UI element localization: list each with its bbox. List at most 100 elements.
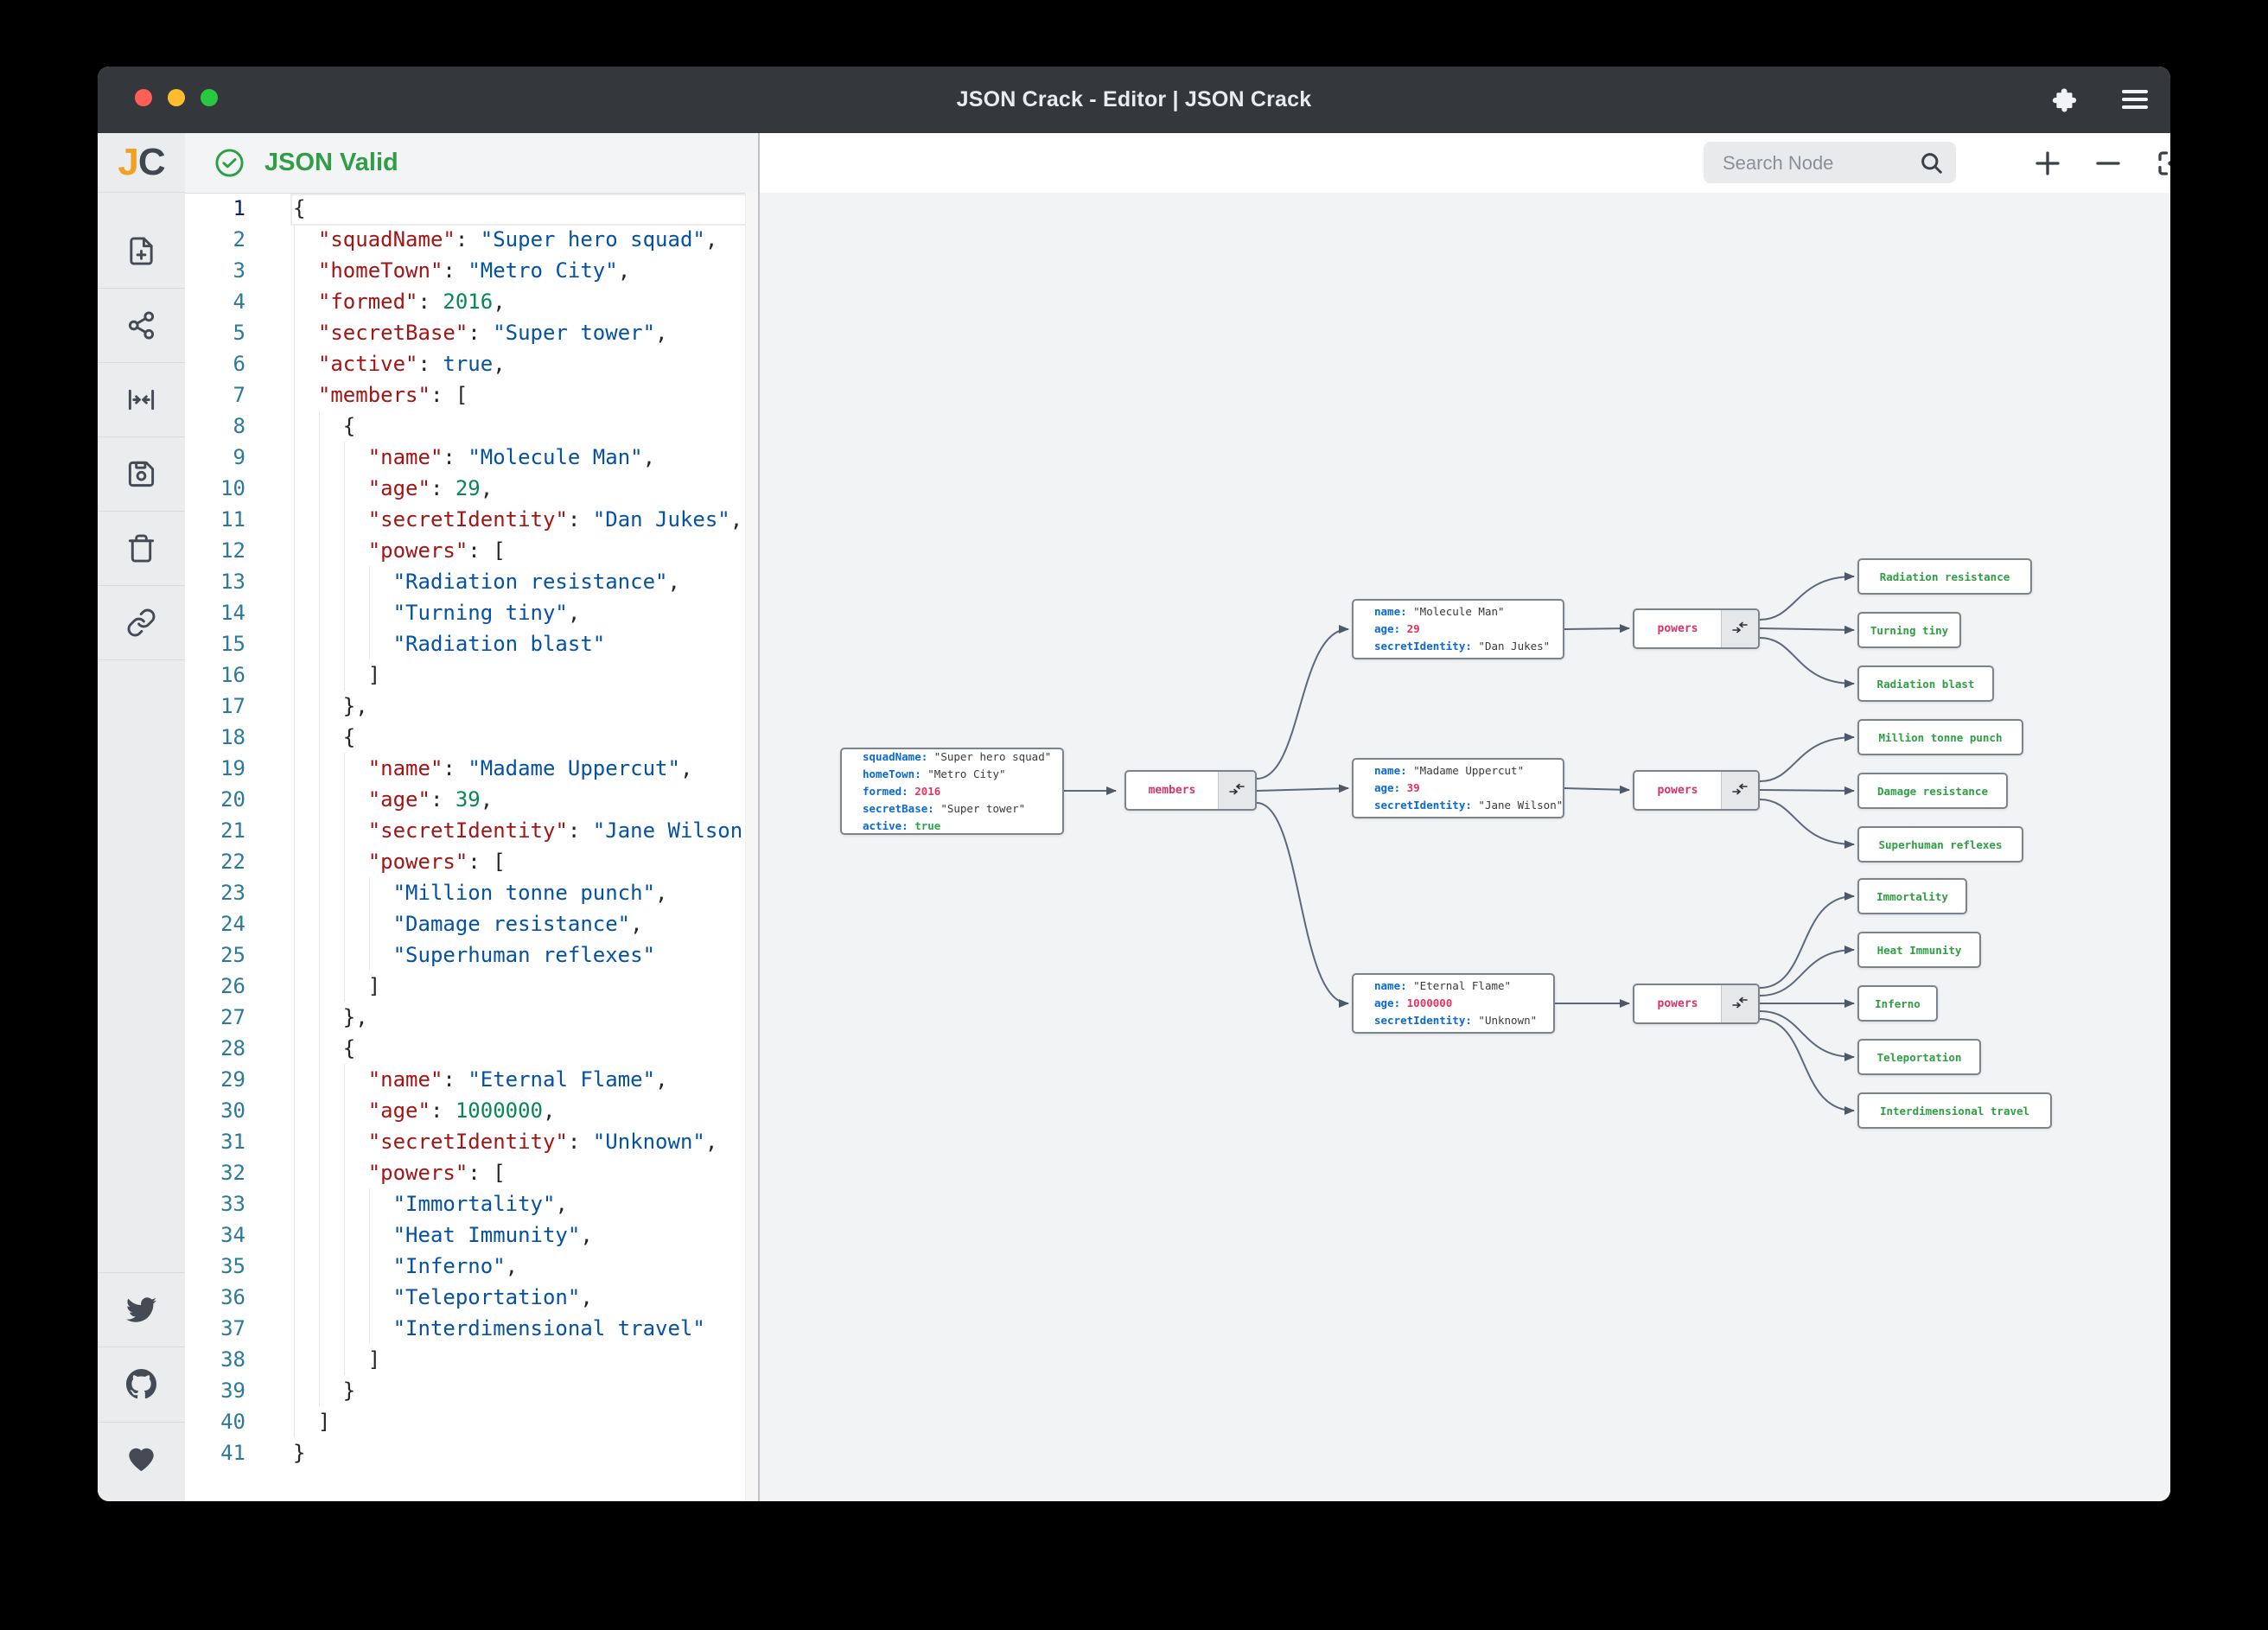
line-number: 18	[220, 725, 245, 749]
app-logo[interactable]: JC	[98, 133, 185, 192]
graph-leaf-node[interactable]: Turning tiny	[1857, 612, 1961, 648]
code-editor[interactable]: 1{2 "squadName": "Super hero squad",3 "h…	[185, 193, 758, 1501]
line-number: 16	[220, 663, 245, 687]
graph-parent-node[interactable]: members	[1124, 770, 1257, 811]
collapse-arrows-icon	[1228, 782, 1245, 799]
graph-edge	[1759, 572, 1855, 621]
line-number: 17	[220, 694, 245, 718]
line-number: 20	[220, 787, 245, 812]
line-number: 9	[233, 445, 245, 469]
graph-object-node[interactable]: squadName: "Super hero squad"homeTown: "…	[840, 748, 1064, 835]
zoom-out-button[interactable]	[2093, 148, 2124, 179]
graph-leaf-node[interactable]: Inferno	[1857, 985, 1938, 1022]
code-line: 10 "age": 29,	[185, 473, 758, 504]
code-line: 7 "members": [	[185, 379, 758, 411]
jc-logo: JC	[118, 141, 165, 183]
sidebar: JC	[98, 133, 186, 1501]
graph-leaf-node[interactable]: Interdimensional travel	[1857, 1092, 2052, 1129]
code-line: 34 "Heat Immunity",	[185, 1219, 758, 1251]
graph-parent-node[interactable]: powers	[1633, 984, 1760, 1024]
json-editor-pane[interactable]: JSON Valid 1{2 "squadName": "Super hero …	[185, 133, 758, 1501]
graph-edge	[1759, 637, 1855, 688]
search-node-input[interactable]	[1721, 142, 1897, 185]
code-line: 38 ]	[185, 1344, 758, 1375]
line-number: 24	[220, 912, 245, 936]
code-line: 27 },	[185, 1002, 758, 1033]
code-line: 17 },	[185, 691, 758, 722]
line-number: 8	[233, 414, 245, 438]
graph-edge	[1564, 624, 1630, 634]
sidebar-item-twitter[interactable]	[98, 1279, 185, 1340]
graph-leaf-node[interactable]: Damage resistance	[1857, 773, 2008, 809]
code-line: 3 "homeTown": "Metro City",	[185, 255, 758, 286]
sidebar-item-new-document[interactable]	[98, 220, 185, 281]
graph-leaf-node[interactable]: Radiation blast	[1857, 665, 1994, 702]
code-line: 16 ]	[185, 659, 758, 691]
extension-puzzle-icon[interactable]	[2051, 86, 2080, 115]
line-number: 3	[233, 258, 245, 283]
graph-canvas[interactable]: squadName: "Super hero squad"homeTown: "…	[760, 193, 2170, 1501]
sidebar-item-github[interactable]	[98, 1353, 185, 1414]
code-line: 26 ]	[185, 971, 758, 1002]
share-graph-icon	[128, 310, 155, 340]
line-number: 23	[220, 881, 245, 905]
code-line: 5 "secretBase": "Super tower",	[185, 317, 758, 348]
sidebar-item-delete[interactable]	[98, 518, 185, 578]
code-line: 18 {	[185, 722, 758, 753]
collapse-node-button[interactable]	[1721, 985, 1758, 1022]
line-number: 15	[220, 632, 245, 656]
focus-node-button[interactable]	[2155, 148, 2170, 179]
sidebar-item-center-view[interactable]	[98, 369, 185, 430]
code-line: 20 "age": 39,	[185, 784, 758, 815]
graph-leaf-node[interactable]: Radiation resistance	[1857, 558, 2032, 595]
zoom-window-button[interactable]	[201, 89, 218, 106]
line-number: 40	[220, 1410, 245, 1434]
code-line: 23 "Million tonne punch",	[185, 877, 758, 908]
graph-leaf-node[interactable]: Immortality	[1857, 878, 1967, 914]
graph-parent-node[interactable]: powers	[1633, 608, 1760, 649]
close-window-button[interactable]	[135, 89, 152, 106]
parent-node-label: powers	[1657, 622, 1698, 635]
collapse-node-button[interactable]	[1721, 772, 1758, 809]
menu-icon[interactable]	[2120, 86, 2150, 115]
new-document-icon	[130, 236, 153, 265]
line-number: 28	[220, 1036, 245, 1060]
code-line: 15 "Radiation blast"	[185, 628, 758, 659]
line-number: 41	[220, 1441, 245, 1465]
zoom-in-button[interactable]	[2032, 148, 2063, 179]
line-number: 33	[220, 1192, 245, 1216]
search-icon[interactable]	[1918, 150, 1944, 175]
line-number: 38	[220, 1347, 245, 1372]
parent-node-label: powers	[1657, 784, 1698, 797]
graph-edge	[1256, 784, 1349, 793]
line-number: 5	[233, 321, 245, 345]
code-line: 19 "name": "Madame Uppercut",	[185, 753, 758, 784]
graph-edge	[1759, 625, 1855, 634]
graph-leaf-node[interactable]: Heat Immunity	[1857, 932, 1981, 968]
graph-parent-node[interactable]: powers	[1633, 770, 1760, 811]
editor-scrollbar[interactable]	[745, 193, 758, 1501]
parent-node-label: members	[1148, 784, 1196, 797]
heart-icon	[129, 1448, 154, 1471]
node-row: formed: 2016	[863, 784, 941, 798]
sidebar-item-share-link[interactable]	[98, 592, 185, 653]
code-line: 35 "Inferno",	[185, 1251, 758, 1282]
graph-edge	[1759, 799, 1855, 849]
minimize-window-button[interactable]	[168, 89, 185, 106]
graph-edge	[1759, 1010, 1855, 1061]
sidebar-item-save[interactable]	[98, 443, 185, 504]
graph-leaf-node[interactable]: Superhuman reflexes	[1857, 826, 2023, 863]
graph-edge	[1759, 733, 1855, 782]
collapse-node-button[interactable]	[1721, 610, 1758, 647]
sidebar-item-sponsor[interactable]	[98, 1429, 185, 1489]
sidebar-item-graph-view[interactable]	[98, 295, 185, 355]
graph-leaf-node[interactable]: Million tonne punch	[1857, 719, 2023, 755]
graph-leaf-node[interactable]: Teleportation	[1857, 1039, 1981, 1075]
trash-icon	[128, 533, 155, 563]
code-line: 41}	[185, 1437, 758, 1468]
editor-status-bar: JSON Valid	[185, 133, 758, 194]
collapse-node-button[interactable]	[1218, 772, 1255, 809]
